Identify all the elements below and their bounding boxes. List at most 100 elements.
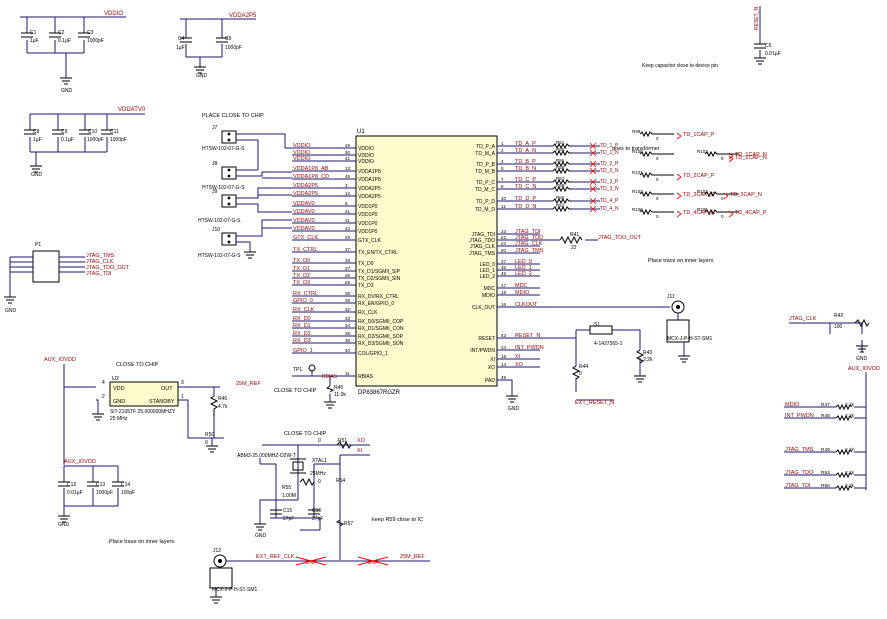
u1-right-pin-name: TD_P_B bbox=[476, 162, 496, 168]
td-series-res-ref: R57 bbox=[556, 176, 565, 181]
u1-left-net-label: TX_CTRL bbox=[293, 247, 317, 253]
u1-left-net-label: VDDA2P5 bbox=[293, 183, 318, 189]
td-dnp-mark bbox=[589, 205, 597, 213]
j8-part: HTSW-102-07-G-S bbox=[202, 185, 245, 191]
cap-net-label: TD_3CAP_P bbox=[683, 192, 715, 198]
u1-right-pin-num: 45 bbox=[501, 271, 507, 276]
gnd-label-3: GND bbox=[31, 172, 43, 178]
r51-value: 0 bbox=[318, 438, 321, 444]
p1-ref: P1 bbox=[35, 242, 41, 248]
td-out-label: TD_1_N bbox=[600, 150, 619, 156]
cap-net-label: TD_2CAP_N bbox=[735, 155, 767, 161]
u2-pin-gnd: GND bbox=[113, 399, 125, 405]
inner-trace-note-1: Place trace on inner layers bbox=[648, 258, 713, 264]
r50-ref: R50 bbox=[205, 432, 214, 438]
c10-ref: C10 bbox=[88, 129, 97, 135]
gnd-label-p1: GND bbox=[5, 308, 17, 314]
cap-net-arrow bbox=[676, 192, 682, 200]
pullup-res-ref: R47 bbox=[821, 402, 830, 408]
td-net-label: TD_D_N bbox=[515, 204, 536, 210]
pullup-res-ref: R49 bbox=[821, 447, 830, 453]
u1-left-net-label: VDDAV0 bbox=[293, 218, 315, 224]
xtal-part: ABM3-25.000MHZ-D2W-T bbox=[237, 453, 296, 459]
c6-ref: C6 bbox=[765, 43, 772, 49]
jtag-header-p1: P1 JTAG_TMS JTAG_CLK JTAG_TDO_OUT JTAG_T… bbox=[4, 242, 130, 314]
cap-resistor bbox=[704, 208, 739, 216]
p1-net-tdo: JTAG_TDO_OUT bbox=[86, 265, 130, 271]
pullup-net-label: MDIO bbox=[785, 402, 800, 408]
r45-ref: R45 bbox=[334, 385, 343, 391]
td-net-label: TD_C_P bbox=[515, 177, 536, 183]
u1-left-pin-name: VDD1P0 bbox=[358, 221, 378, 227]
u1-left-pin-num: 42 bbox=[345, 226, 351, 231]
gnd-label-u1: GND bbox=[508, 406, 520, 412]
u1-left-net-label: VDDAV0 bbox=[293, 226, 315, 232]
cap-res-ref: R104 bbox=[697, 189, 708, 194]
td-net-label: TD_D_P bbox=[515, 196, 536, 202]
u1-left-pin-num: 3 bbox=[345, 183, 348, 188]
u1-right-net-label: JTAG_TMS bbox=[515, 248, 544, 254]
s1-ref: S1 bbox=[594, 322, 600, 328]
r54-value: 0 bbox=[318, 479, 321, 485]
u1-left-net-label: VDDA1P8_AB bbox=[293, 166, 329, 172]
pullup-net-label: INT_PWDN bbox=[785, 413, 814, 419]
u2-pin2: 2 bbox=[102, 394, 105, 400]
dnp-2: DNP bbox=[368, 560, 379, 566]
u1-left-net-label: RX_D0 bbox=[293, 316, 311, 322]
u1-left-pin-name: RX_D3/SGMII_SON bbox=[358, 341, 404, 347]
c15-value: 27pF bbox=[283, 516, 294, 522]
u1-right-pin-num: 11 bbox=[501, 204, 506, 209]
u1-left-net-label: RX_D1 bbox=[293, 323, 311, 329]
u1-right-net-label: JTAG_CLK bbox=[515, 241, 543, 247]
cap-resistor bbox=[639, 130, 674, 138]
u1-right-pin-name: JTAG_TDI bbox=[472, 232, 495, 238]
u1-left-pin-name: VDDA1P8 bbox=[358, 177, 381, 183]
u1-right-pin-num: 49 bbox=[501, 375, 507, 380]
cap-res-ref: R102 bbox=[697, 149, 708, 154]
u1-left-net-label: VDDA2P5 bbox=[293, 191, 318, 197]
u1-ref: U1 bbox=[357, 129, 365, 135]
vddio-decoupling: VDDIO C1 1µF C2 0.1µF C3 1000pF GND bbox=[20, 11, 126, 94]
r57-ref: R57 bbox=[344, 521, 353, 527]
j12-ref: J12 bbox=[213, 548, 221, 554]
u1-right-net-label: RESET_N bbox=[515, 333, 540, 339]
u1-left-pin-num: 32 bbox=[345, 307, 351, 312]
td-series-resistor bbox=[552, 178, 572, 186]
c6-value: 0.01µF bbox=[765, 51, 781, 57]
r44-ref: R44 bbox=[579, 364, 588, 370]
u1-left-pin-name: RX_D2/SGMII_SOP bbox=[358, 334, 404, 340]
tp1-note: CLOSE TO CHIP bbox=[274, 388, 317, 394]
pullup-res-value: 2.2k bbox=[845, 483, 855, 489]
u1-part: DP83867RGZR bbox=[358, 390, 401, 396]
u1-right-pin-num: 24 bbox=[501, 241, 507, 246]
c13-value: 1000pF bbox=[96, 490, 113, 496]
c16-ref: C16 bbox=[312, 508, 321, 514]
c9-ref: C9 bbox=[61, 129, 68, 135]
td-dnp-mark bbox=[589, 160, 597, 168]
u1-right-pin-name: PAD bbox=[485, 378, 495, 384]
u1-left-pin-num: 39 bbox=[345, 298, 351, 303]
cap-net-label: TD_4CAP_N bbox=[683, 210, 715, 216]
r42-ref: R42 bbox=[834, 313, 843, 319]
td-series-resistor bbox=[552, 185, 572, 193]
r43-ref: R43 bbox=[643, 350, 652, 356]
pullup-res-ref: R53 bbox=[821, 470, 830, 476]
cap-net-arrow bbox=[723, 192, 729, 200]
u1-left-pin-name: VDDA2P5 bbox=[358, 194, 381, 200]
cap-resistor bbox=[639, 150, 674, 158]
u1-right-pin-num: 8 bbox=[501, 184, 504, 189]
u1-right-pin-num: 14 bbox=[501, 362, 507, 367]
cap-resistor bbox=[639, 190, 674, 198]
u1-left-pin-name: VDDIO bbox=[358, 159, 374, 165]
j11: J11 MCX-J-P-H-ST-SM1 bbox=[512, 294, 712, 363]
aux-iovdd-net-2: AUX_IOVDD bbox=[64, 459, 96, 465]
p1-net-tdi: JTAG_TDI bbox=[86, 271, 112, 277]
pullup-resistor bbox=[835, 484, 853, 492]
td-dnp-mark bbox=[589, 149, 597, 157]
dnp-1: DNP bbox=[306, 560, 317, 566]
reset-network: S1 4-1437565-1 R43 2.2k R44 0 EXT_RESET_… bbox=[512, 322, 653, 406]
c11-value: 1000pF bbox=[110, 137, 127, 143]
u2-pin-out: OUT bbox=[161, 386, 173, 392]
u1-right-pin-name: JTAG_TMS bbox=[469, 251, 495, 257]
u1-right-pin-num: 1 bbox=[501, 141, 504, 146]
